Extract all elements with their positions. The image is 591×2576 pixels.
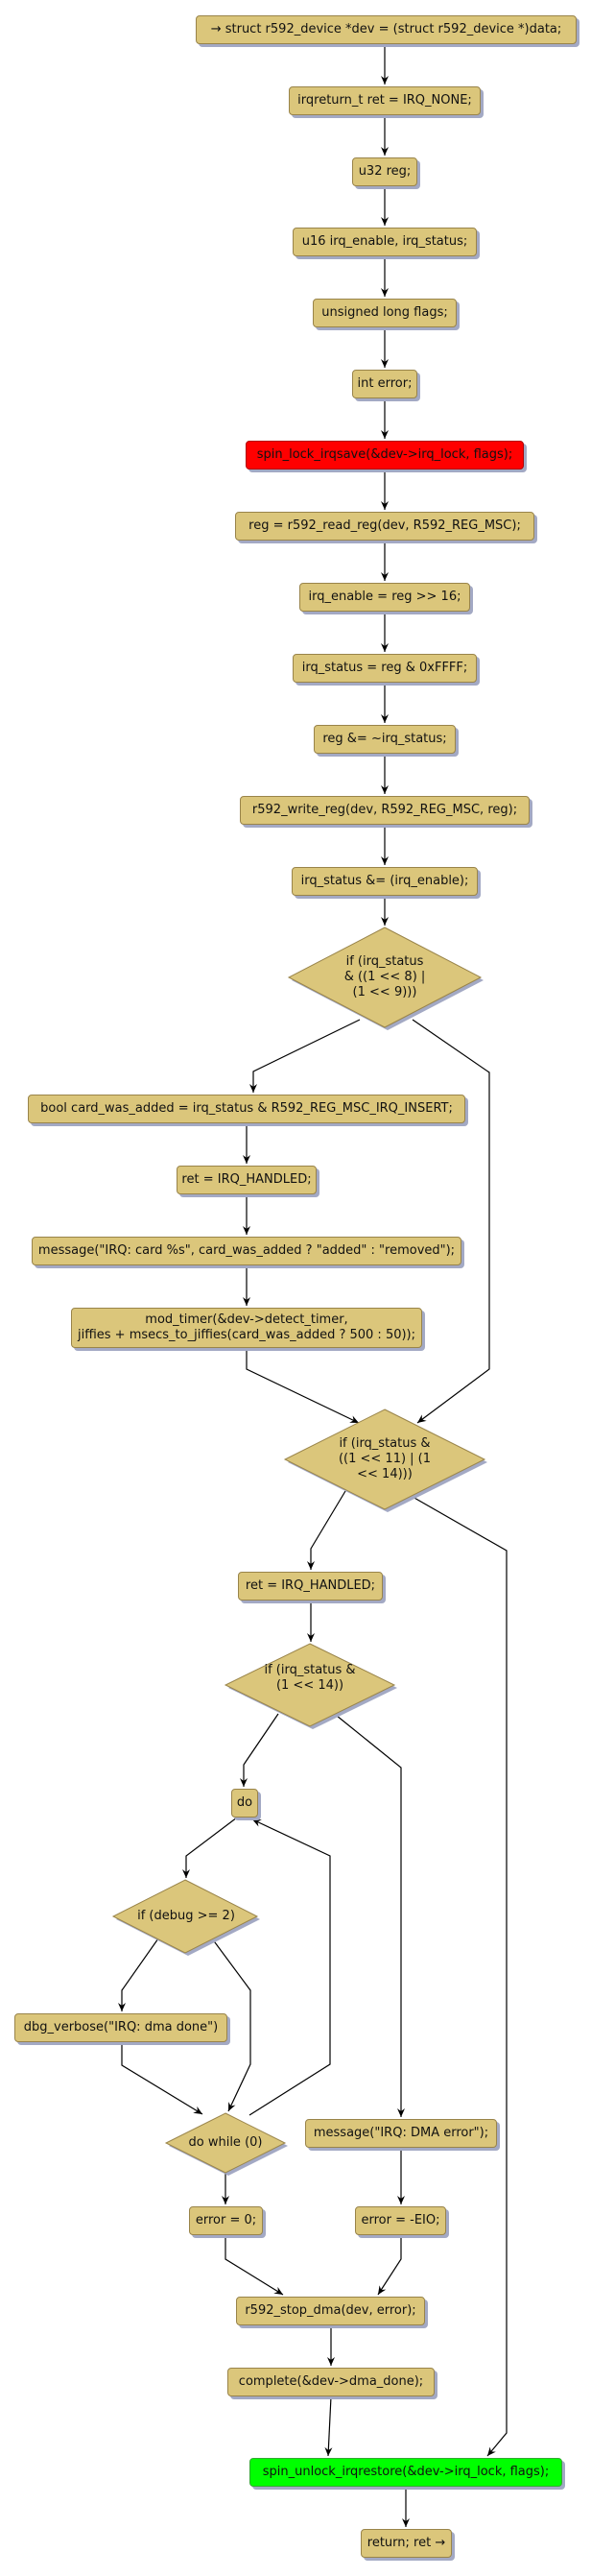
decision-dma-label: if (irq_status & ((1 << 11) | (1 << 14))… — [338, 1436, 432, 1481]
edge-debug-no — [211, 1938, 251, 2112]
edge-eio-stop — [377, 2235, 402, 2296]
edge-group — [118, 44, 508, 2527]
edge-while-loop — [248, 1818, 331, 2116]
node-error-zero[interactable]: error = 0; — [189, 2206, 263, 2235]
node-do[interactable]: do — [231, 1789, 258, 1818]
node-error-eio[interactable]: error = -EIO; — [355, 2206, 446, 2235]
edge-dma-no — [412, 1496, 508, 2457]
node-complete[interactable]: complete(&dev->dma_done); — [227, 2368, 435, 2396]
edge-err0-stop — [225, 2235, 284, 2296]
node-dbg-verbose[interactable]: dbg_verbose("IRQ: dma done") — [14, 2013, 227, 2042]
node-spin-lock[interactable]: spin_lock_irqsave(&dev->irq_lock, flags)… — [246, 441, 524, 469]
edge-do-debug — [182, 1817, 238, 1878]
decision-while-label: do while (0) — [188, 2135, 263, 2150]
edge-dma-yes — [307, 1490, 346, 1570]
node-error-decl[interactable]: int error; — [352, 370, 417, 398]
node-ret-handled-1[interactable]: ret = IRQ_HANDLED; — [177, 1166, 317, 1194]
edge-card-yes — [249, 1019, 361, 1093]
node-irq-enable[interactable]: irq_enable = reg >> 16; — [299, 583, 470, 612]
decision-while[interactable] — [164, 2112, 287, 2174]
decision-card[interactable] — [287, 927, 483, 1028]
decision-err[interactable] — [224, 1643, 396, 1727]
node-message-dma[interactable]: message("IRQ: DMA error"); — [305, 2119, 497, 2148]
decision-card-label: if (irq_status & ((1 << 8) | (1 << 9))) — [343, 954, 426, 999]
node-write-reg[interactable]: r592_write_reg(dev, R592_REG_MSC, reg); — [240, 796, 530, 825]
decision-dma[interactable] — [283, 1408, 486, 1510]
edge-debug-yes — [118, 1938, 159, 2011]
node-card-was-added[interactable]: bool card_was_added = irq_status & R592_… — [28, 1095, 465, 1123]
node-stop-dma[interactable]: r592_stop_dma(dev, error); — [236, 2297, 425, 2325]
node-flags-decl[interactable]: unsigned long flags; — [313, 299, 457, 327]
node-reg-clear[interactable]: reg &= ~irq_status; — [314, 725, 456, 754]
node-mod-timer[interactable]: mod_timer(&dev->detect_timer, jiffies + … — [71, 1308, 422, 1348]
decision-debug-label: if (debug >= 2) — [137, 1909, 235, 1923]
edge-err-no — [336, 1715, 405, 2117]
edge-err-yes — [240, 1713, 279, 1787]
node-u16-decl[interactable]: u16 irq_enable, irq_status; — [293, 228, 477, 256]
node-u32-reg[interactable]: u32 reg; — [352, 157, 417, 186]
edge-complete-unlock — [324, 2395, 333, 2457]
node-message-card[interactable]: message("IRQ: card %s", card_was_added ?… — [32, 1237, 461, 1265]
decision-err-label: if (irq_status & (1 << 14)) — [264, 1663, 356, 1693]
node-irq-status[interactable]: irq_status = reg & 0xFFFF; — [293, 654, 477, 683]
node-ret-none[interactable]: irqreturn_t ret = IRQ_NONE; — [289, 86, 481, 115]
node-irq-mask[interactable]: irq_status &= (irq_enable); — [292, 867, 478, 896]
node-return[interactable]: return; ret → — [361, 2529, 452, 2558]
diamond-group — [111, 927, 487, 2176]
edge-card-no — [412, 1019, 490, 1424]
node-spin-unlock[interactable]: spin_unlock_irqrestore(&dev->irq_lock, f… — [249, 2458, 562, 2487]
node-ret-handled-2[interactable]: ret = IRQ_HANDLED; — [238, 1572, 383, 1601]
edge-dbg-while — [121, 2042, 203, 2115]
edge-timer-dma — [246, 1348, 360, 1424]
node-read-reg[interactable]: reg = r592_read_reg(dev, R592_REG_MSC); — [235, 512, 534, 541]
decision-debug[interactable] — [111, 1879, 259, 1954]
node-start[interactable]: → struct r592_device *dev = (struct r592… — [196, 15, 577, 44]
